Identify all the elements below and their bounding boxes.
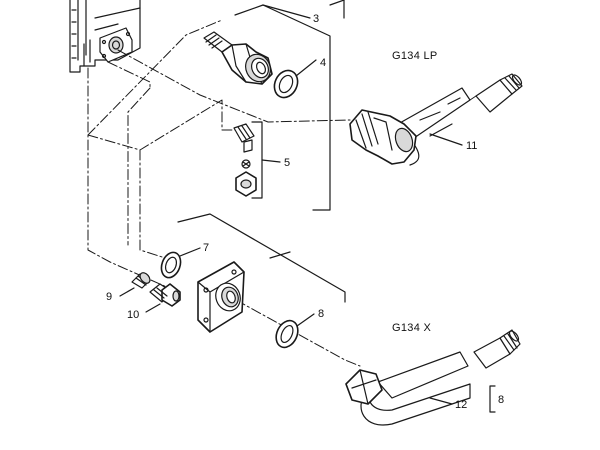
part-10-adapter (145, 283, 181, 313)
callout-4: 4 (320, 57, 326, 69)
callout-9: 9 (106, 291, 112, 303)
part-12-bent-tube (345, 329, 521, 426)
part-5-fitting-group (233, 123, 281, 197)
callout-12-ref-8: 8 (498, 394, 504, 406)
part-11-elbow-tube (349, 73, 523, 166)
model-label-g134-x: G134 X (392, 322, 431, 334)
callout-5: 5 (284, 157, 290, 169)
mounting-plate (197, 261, 245, 333)
part-7-oring (160, 247, 201, 279)
part-9-nipple (119, 272, 151, 297)
callout-7: 7 (203, 242, 209, 254)
callout-3: 3 (313, 13, 319, 25)
part-3-flare-fitting (203, 31, 273, 85)
part-8-oring (275, 313, 315, 349)
valve-body (69, 0, 141, 73)
callout-12: 12 (455, 399, 467, 411)
callout-11: 11 (466, 140, 477, 152)
part-4-oring (273, 59, 317, 99)
group-brackets (177, 0, 496, 413)
callout-8: 8 (318, 308, 324, 320)
callout-10: 10 (127, 309, 139, 321)
model-label-g134-lp: G134 LP (392, 50, 438, 62)
